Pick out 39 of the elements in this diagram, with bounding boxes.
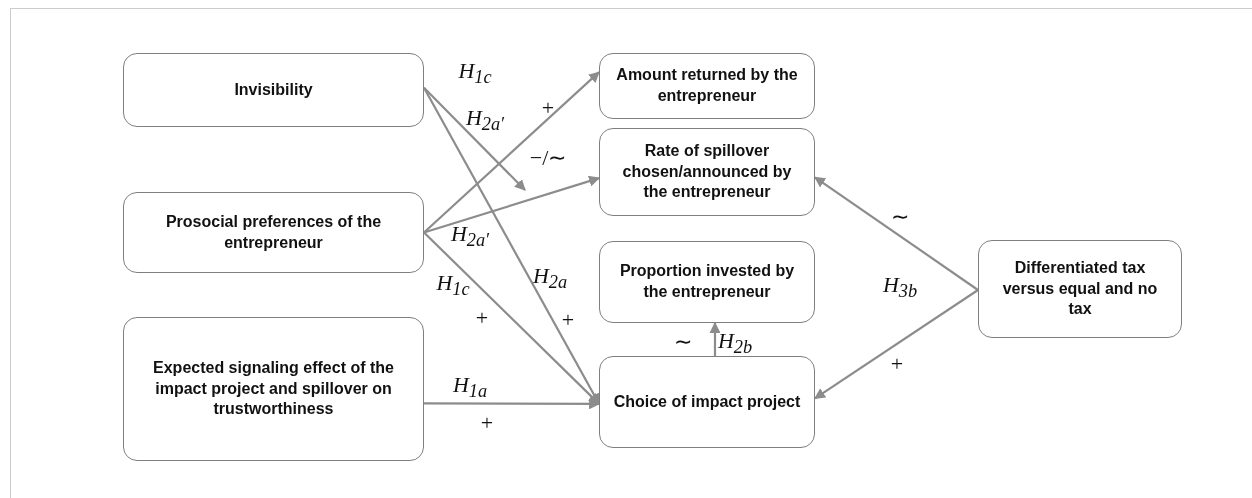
sign-label: ∼ bbox=[674, 331, 692, 353]
process-box bbox=[978, 240, 1182, 338]
edge-label: H$_{1a}$ bbox=[452, 373, 488, 401]
node-label: Invisibility bbox=[234, 79, 313, 100]
arrow bbox=[709, 321, 721, 356]
sign-label: −/∼ bbox=[529, 147, 567, 169]
edge-label: H$_{2a}$ bbox=[532, 264, 568, 292]
sign-label: + bbox=[890, 353, 904, 375]
edge-label: H$_{2b}$ bbox=[717, 329, 753, 357]
node-label: Expected signaling effect of the impact project and spillover on trustworthiness bbox=[152, 357, 395, 420]
node-label: Prosocial preferences of the entrepreneur bbox=[164, 211, 383, 253]
sign-label: + bbox=[475, 307, 489, 329]
node-label: Proportion invested by the entrepreneur bbox=[618, 261, 796, 302]
sign-label: + bbox=[561, 309, 575, 331]
arrow bbox=[423, 175, 601, 234]
edge-label: H$_{2a′}$ bbox=[465, 106, 505, 134]
node-label: Differentiated tax versus equal and no tax bbox=[1001, 257, 1159, 320]
edge-label: H$_{1c}$ bbox=[436, 271, 470, 299]
process-box bbox=[123, 192, 424, 273]
process-box bbox=[599, 53, 815, 119]
process-box bbox=[599, 241, 815, 323]
node-label: Amount returned by the entrepreneur bbox=[615, 65, 799, 106]
arrow bbox=[814, 289, 979, 400]
process-box bbox=[123, 53, 424, 127]
node-label: Rate of spillover chosen/announced by the entrepreneur bbox=[621, 140, 793, 203]
arrow bbox=[424, 398, 601, 410]
hypothesis-label: H$_{3b}$ bbox=[882, 273, 918, 301]
process-box bbox=[599, 356, 815, 448]
process-box bbox=[599, 128, 815, 216]
edge-label: H$_{1c}$ bbox=[458, 59, 492, 87]
process-box bbox=[123, 317, 424, 461]
arrow bbox=[423, 71, 600, 234]
node-label: Choice of impact project bbox=[613, 391, 801, 412]
sign-label: + bbox=[541, 97, 555, 119]
edge-label: H$_{2a′}$ bbox=[450, 222, 490, 250]
arrow bbox=[423, 87, 526, 191]
sign-label: + bbox=[480, 412, 494, 434]
sign-label: ∼ bbox=[891, 206, 909, 228]
arrow bbox=[814, 176, 979, 291]
